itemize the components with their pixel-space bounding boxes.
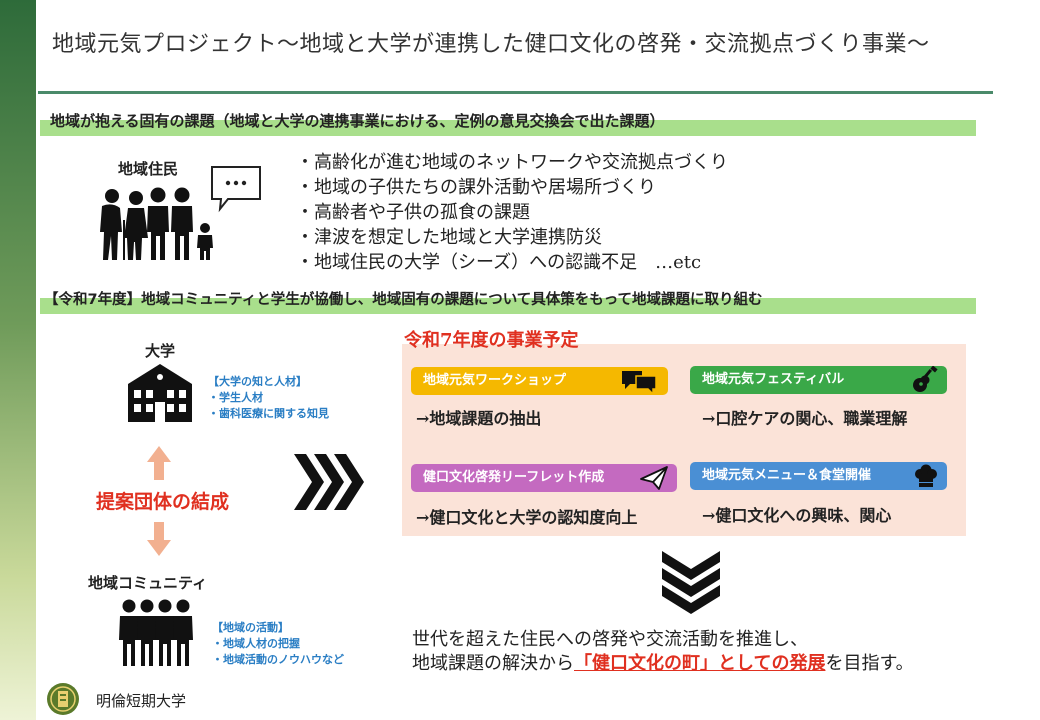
plan-title: 令和7年度の事業予定 [404,330,579,351]
resident-label: 地域住民 [118,160,179,178]
plan-item-leaflet: 健口文化啓発リーフレット作成 [411,464,677,492]
plan-item-workshop: 地域元気ワークショップ [411,367,668,395]
speech-bubble-icon [211,166,261,213]
conclusion-text: 世代を超えた住民への啓発や交流活動を推進し、 地域課題の解決から「健口文化の町」… [412,628,914,676]
chef-hat-icon [915,464,937,487]
community-notes: 【地域の活動】 ・地域人材の把握 ・地域活動のノウハウなど [212,620,344,668]
double-arrow-icon [147,446,171,556]
community-people-icon [119,599,193,666]
guitar-icon [913,366,938,392]
university-label: 大学 [145,342,176,360]
conclusion-prefix: 地域課題の解決から [412,653,574,674]
issue-item: ・高齢化が進む地域のネットワークや交流拠点づくり [296,152,728,173]
plan-item-result: →健口文化と大学の認知度向上 [416,508,638,527]
plan-item-festival: 地域元気フェスティバル [690,366,947,394]
conclusion-line1: 世代を超えた住民への啓発や交流活動を推進し、 [412,629,808,650]
chevrons-right-icon [294,454,364,510]
issue-item: ・津波を想定した地域と大学連携防災 [296,227,602,248]
left-gradient-bar [0,0,36,720]
community-note: ・地域活動のノウハウなど [212,653,344,666]
plan-item-result: →地域課題の抽出 [416,409,542,428]
plan-item-label: 地域元気ワークショップ [423,373,567,388]
university-building-icon [128,364,192,422]
chevrons-down-icon [662,551,720,614]
title-divider [38,91,993,94]
section1-heading: 地域が抱える固有の課題（地域と大学の連携事業における、定例の意見交換会で出た課題… [50,112,665,130]
issue-item: ・高齢者や子供の孤食の課題 [296,202,530,223]
university-note: ・学生人材 [208,391,263,404]
issue-item: ・地域住民の大学（シーズ）への認識不足 …etc [296,252,702,273]
conclusion-line2: 地域課題の解決から「健口文化の町」としての発展を目指す。 [412,652,914,676]
section1-band [40,120,976,136]
plan-item-menu: 地域元気メニュー＆食堂開催 [690,462,947,490]
university-note: ・歯科医療に関する知見 [208,407,329,420]
issues-list: ・高齢化が進む地域のネットワークや交流拠点づくり ・地域の子供たちの課外活動や居… [296,150,728,275]
university-note: 【大学の知と人材】 [208,375,307,388]
paper-plane-icon [640,466,668,490]
university-notes: 【大学の知と人材】 ・学生人材 ・歯科医療に関する知見 [208,374,329,422]
community-note: 【地域の活動】 [212,621,289,634]
university-seal-icon [47,683,79,715]
community-label: 地域コミュニティ [88,574,208,592]
plan-item-result: →健口文化への興味、関心 [702,506,892,525]
plan-item-label: 健口文化啓発リーフレット作成 [423,470,605,485]
page-title: 地域元気プロジェクト～地域と大学が連携した健口文化の啓発・交流拠点づくり事業～ [52,32,930,57]
plan-item-label: 地域元気フェスティバル [702,372,845,387]
plan-item-result: →口腔ケアの関心、職業理解 [702,409,908,428]
section2-heading: 【令和7年度】地域コミュニティと学生が協働し、地域固有の課題について具体策をもっ… [44,292,763,308]
chat-icon [622,371,657,394]
issue-item: ・地域の子供たちの課外活動や居場所づくり [296,177,656,198]
community-note: ・地域人材の把握 [212,637,300,650]
formation-label: 提案団体の結成 [96,491,230,513]
conclusion-suffix: を目指す。 [825,653,914,674]
section2-band [40,298,976,314]
footer-org-name: 明倫短期大学 [96,692,187,710]
family-icon [100,187,213,260]
plan-item-label: 地域元気メニュー＆食堂開催 [702,468,872,483]
conclusion-highlight: 「健口文化の町」としての発展 [574,653,826,674]
